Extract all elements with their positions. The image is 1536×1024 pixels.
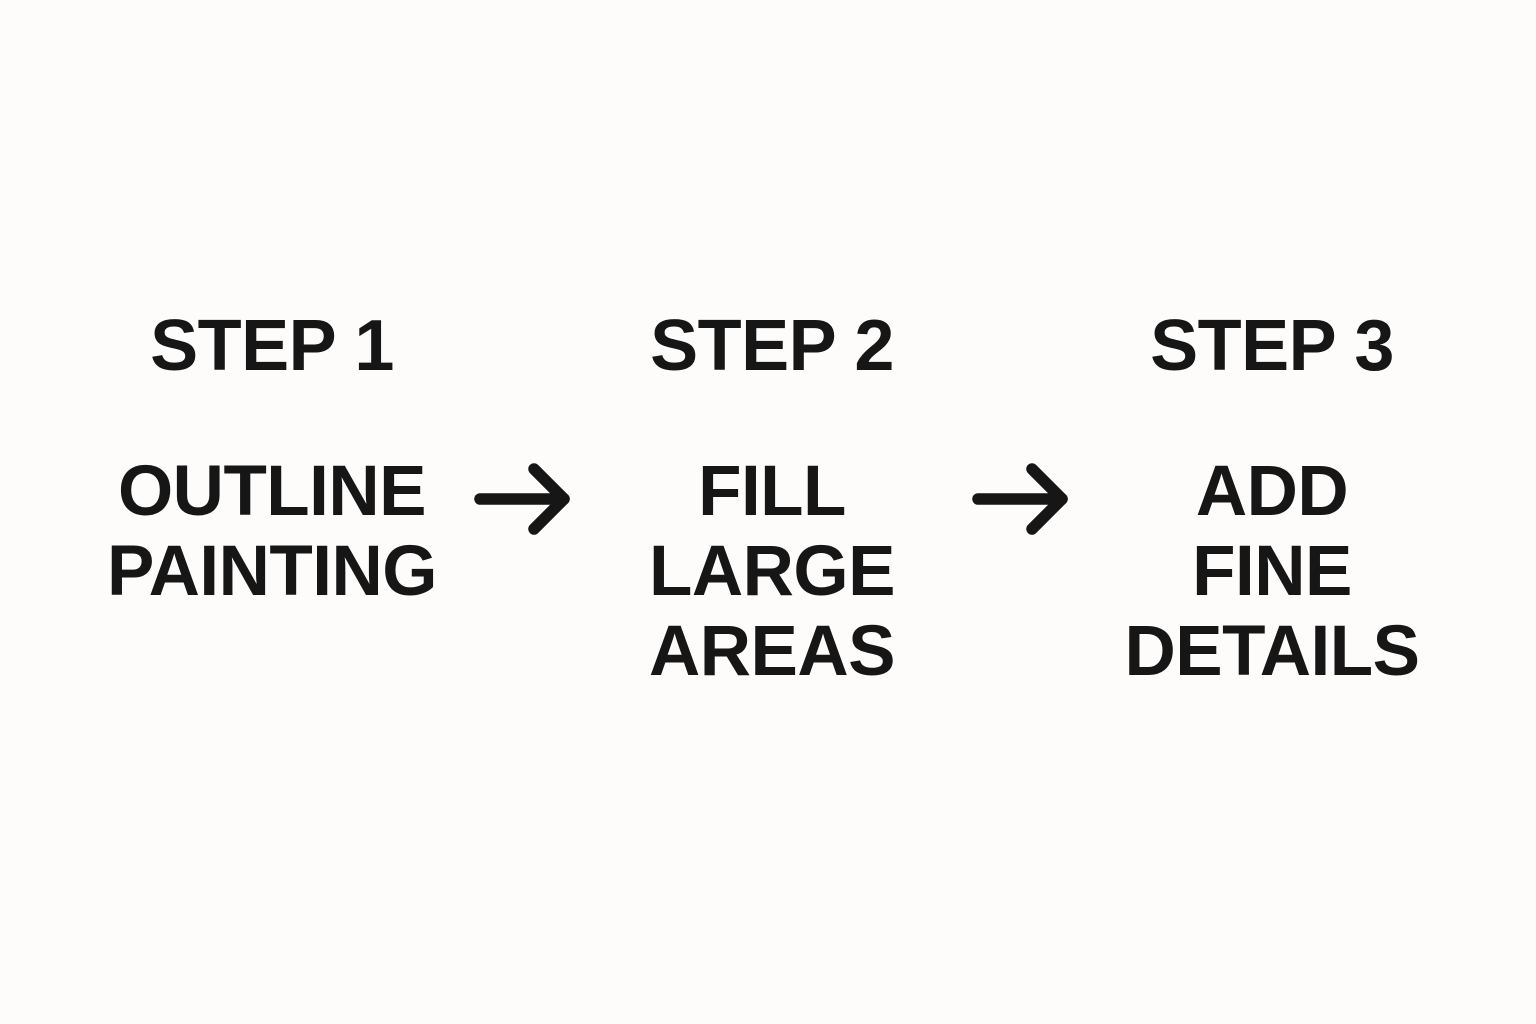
step-2-body-line-1: FILL [698, 452, 846, 531]
step-2-heading: STEP 2 [650, 306, 894, 386]
step-2-body-line-2: LARGE [649, 532, 896, 611]
arrow-right-icon [468, 444, 578, 554]
step-1-body: OUTLINE PAINTING [22, 452, 522, 612]
step-3-body: ADD FINE DETAILS [1022, 452, 1522, 692]
step-3-body-line-1: ADD [1195, 452, 1349, 531]
arrow-right-icon [966, 444, 1076, 554]
step-2-body: FILL LARGE AREAS [522, 452, 1022, 692]
step-column-2: STEP 2 FILL LARGE AREAS [522, 310, 1022, 692]
step-column-1: STEP 1 OUTLINE PAINTING [22, 310, 522, 612]
step-3-body-line-2: FINE [1192, 532, 1352, 611]
step-column-3: STEP 3 ADD FINE DETAILS [1022, 310, 1522, 692]
step-2-body-line-3: AREAS [648, 612, 896, 691]
step-3-heading: STEP 3 [1150, 306, 1394, 386]
step-1-heading: STEP 1 [150, 306, 394, 386]
step-3-body-line-3: DETAILS [1124, 612, 1420, 691]
step-1-body-line-2: PAINTING [107, 532, 437, 611]
step-1-body-line-1: OUTLINE [117, 452, 427, 531]
